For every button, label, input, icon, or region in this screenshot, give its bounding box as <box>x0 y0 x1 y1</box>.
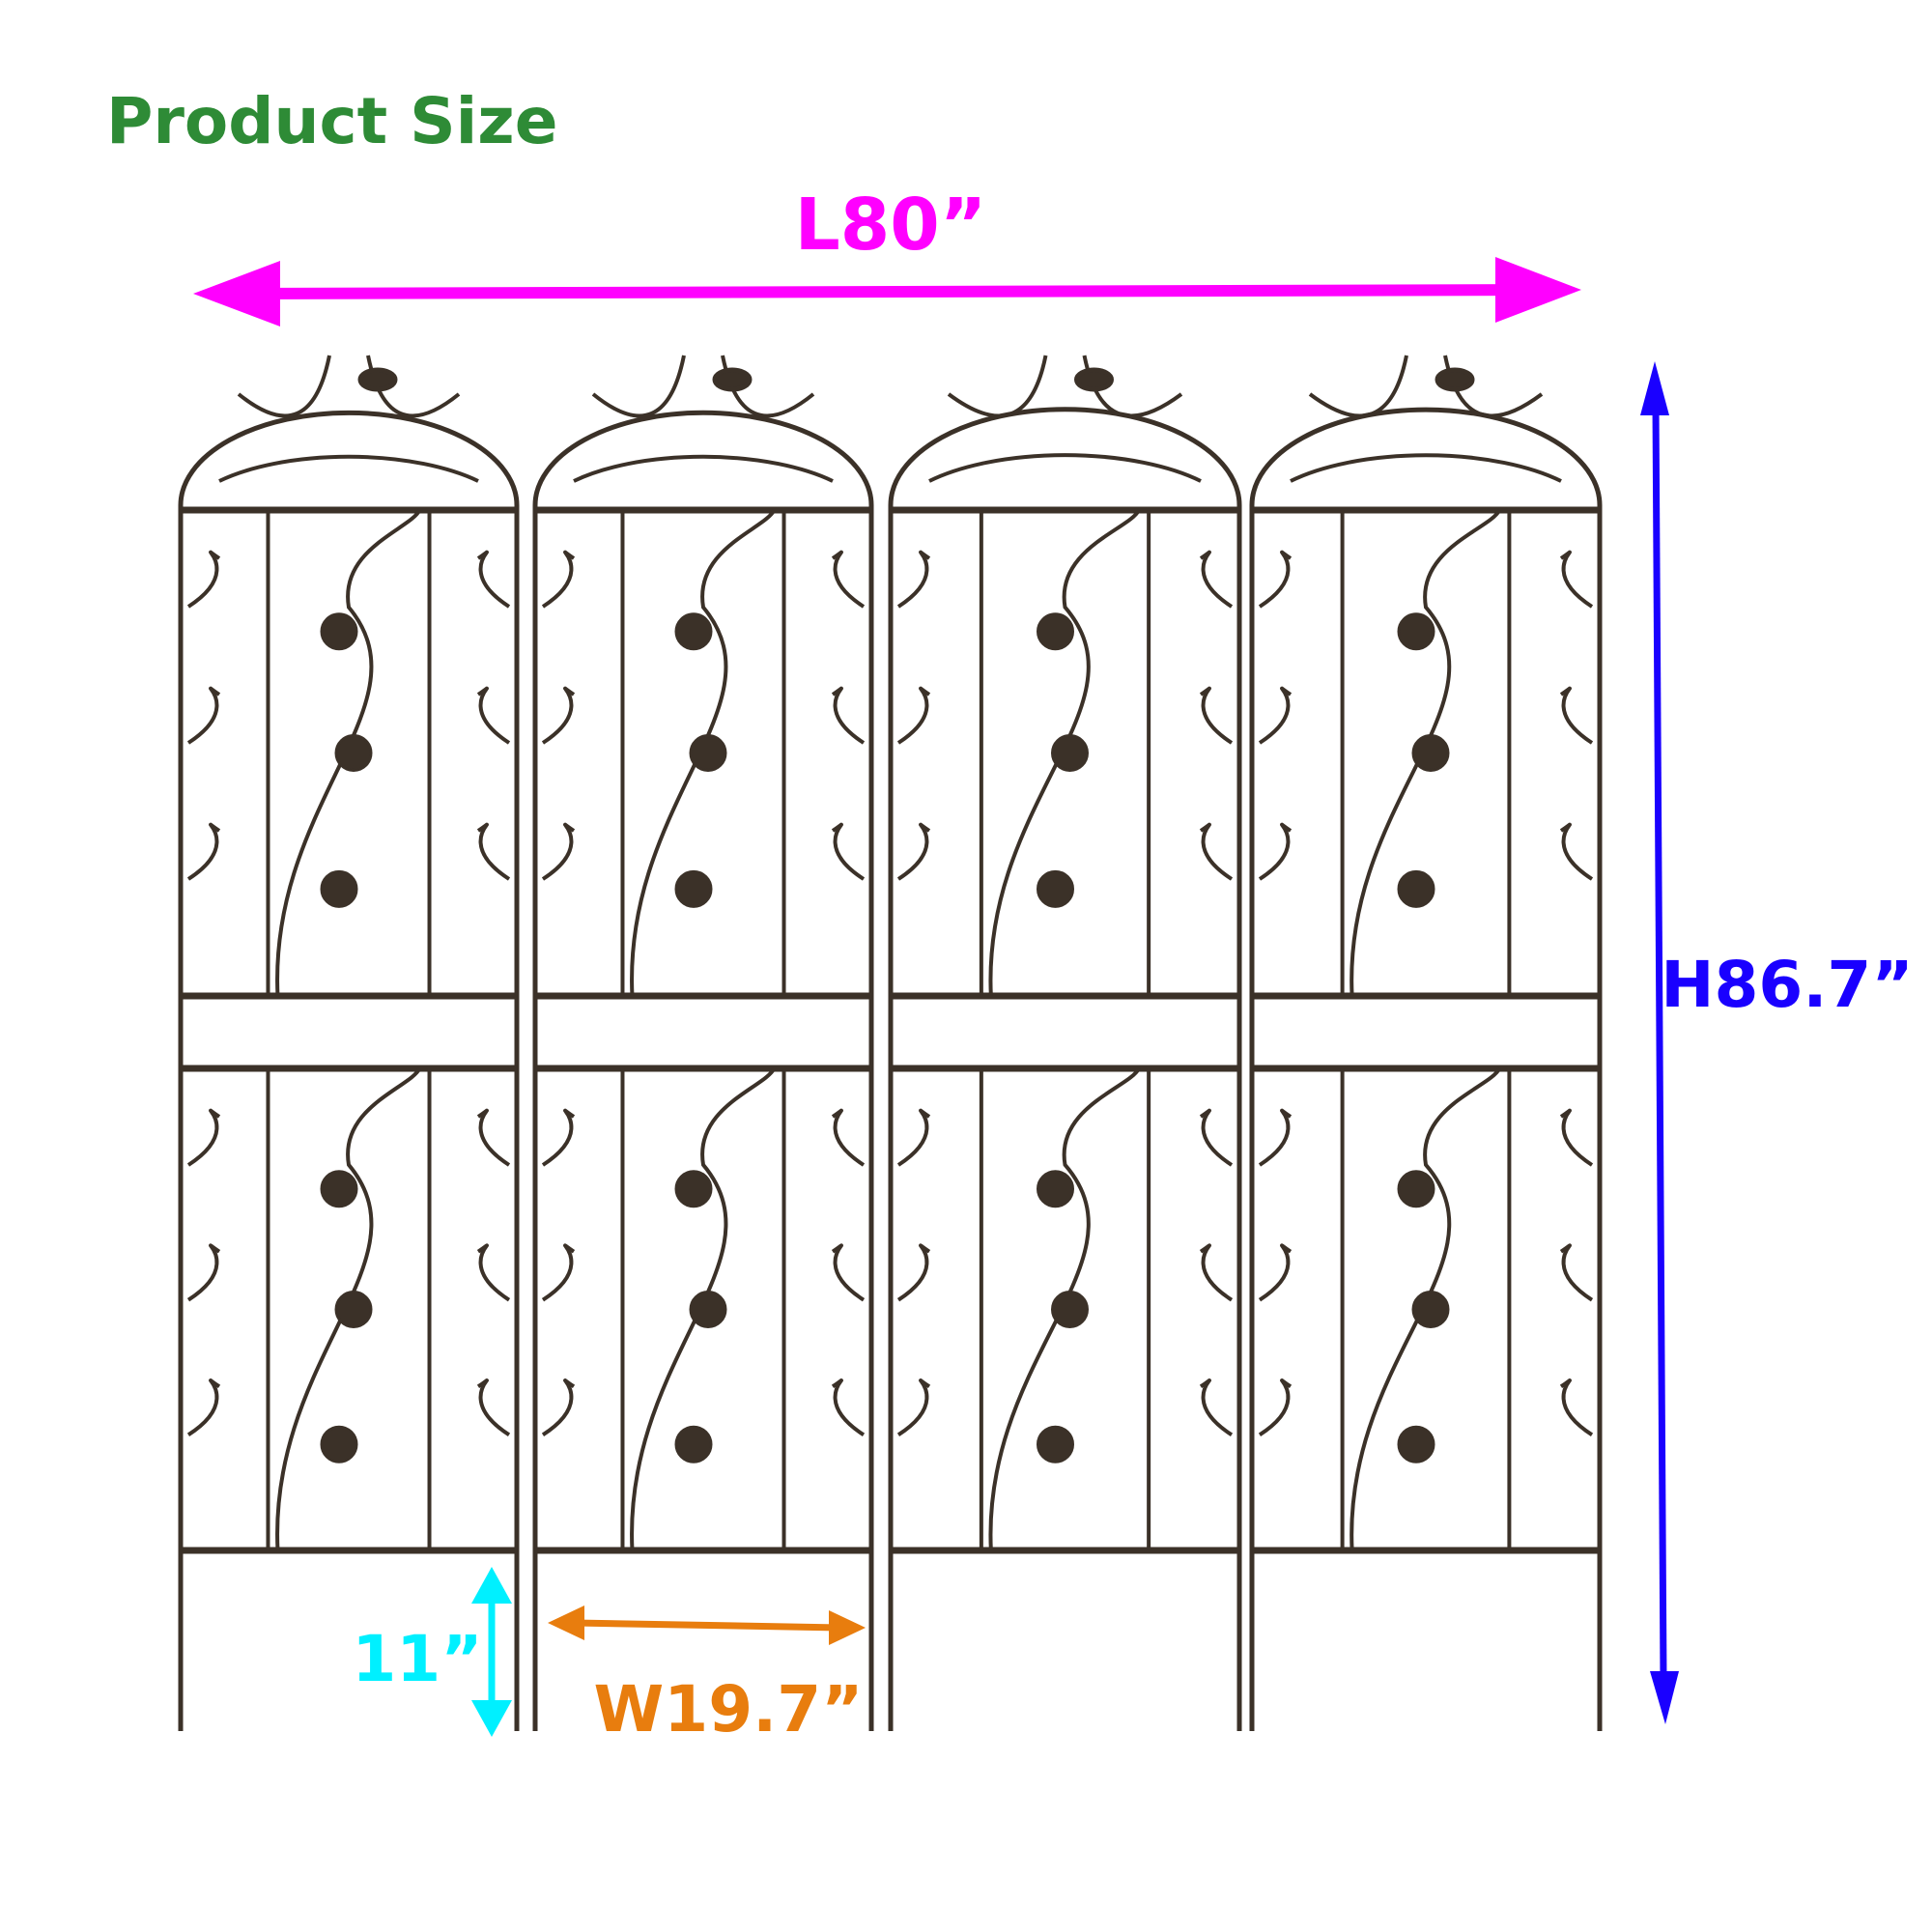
flower-ornament <box>1397 612 1435 651</box>
height-label: H86.7” <box>1661 948 1913 1022</box>
length-arrow <box>193 257 1581 327</box>
flower-ornament <box>1397 1425 1435 1463</box>
flower-ornament <box>689 1291 727 1328</box>
width-arrow <box>548 1605 866 1645</box>
width-label: W19.7” <box>593 1672 863 1747</box>
panel-4 <box>1249 355 1603 1731</box>
title: Product Size <box>106 84 557 158</box>
panel-2 <box>532 355 874 1731</box>
bird-ornament <box>1074 367 1114 392</box>
height-arrow <box>1640 361 1679 1724</box>
flower-ornament <box>1037 869 1074 908</box>
flower-ornament <box>1411 734 1450 772</box>
flower-ornament <box>1411 1291 1450 1328</box>
flower-ornament <box>1037 612 1074 651</box>
flower-ornament <box>320 869 358 908</box>
leg-label: 11” <box>352 1622 482 1696</box>
flower-ornament <box>1397 1170 1435 1208</box>
flower-ornament <box>320 1425 358 1463</box>
flower-ornament <box>674 1170 713 1208</box>
flower-ornament <box>1051 1291 1089 1328</box>
flower-ornament <box>674 1425 713 1463</box>
flower-ornament <box>1037 1425 1074 1463</box>
trellis-panels <box>178 355 1603 1731</box>
flower-ornament <box>334 734 373 772</box>
flower-ornament <box>674 869 713 908</box>
flower-ornament <box>1051 734 1089 772</box>
flower-ornament <box>1037 1170 1074 1208</box>
flower-ornament <box>320 1170 358 1208</box>
bird-ornament <box>1435 367 1475 392</box>
length-label: L80” <box>795 184 987 267</box>
bird-ornament <box>712 367 753 392</box>
leg-arrow <box>471 1567 512 1737</box>
panel-3 <box>888 355 1242 1731</box>
flower-ornament <box>334 1291 373 1328</box>
flower-ornament <box>674 612 713 651</box>
flower-ornament <box>1397 869 1435 908</box>
bird-ornament <box>357 367 398 392</box>
flower-ornament <box>689 734 727 772</box>
flower-ornament <box>320 612 358 651</box>
panel-1 <box>178 355 520 1731</box>
